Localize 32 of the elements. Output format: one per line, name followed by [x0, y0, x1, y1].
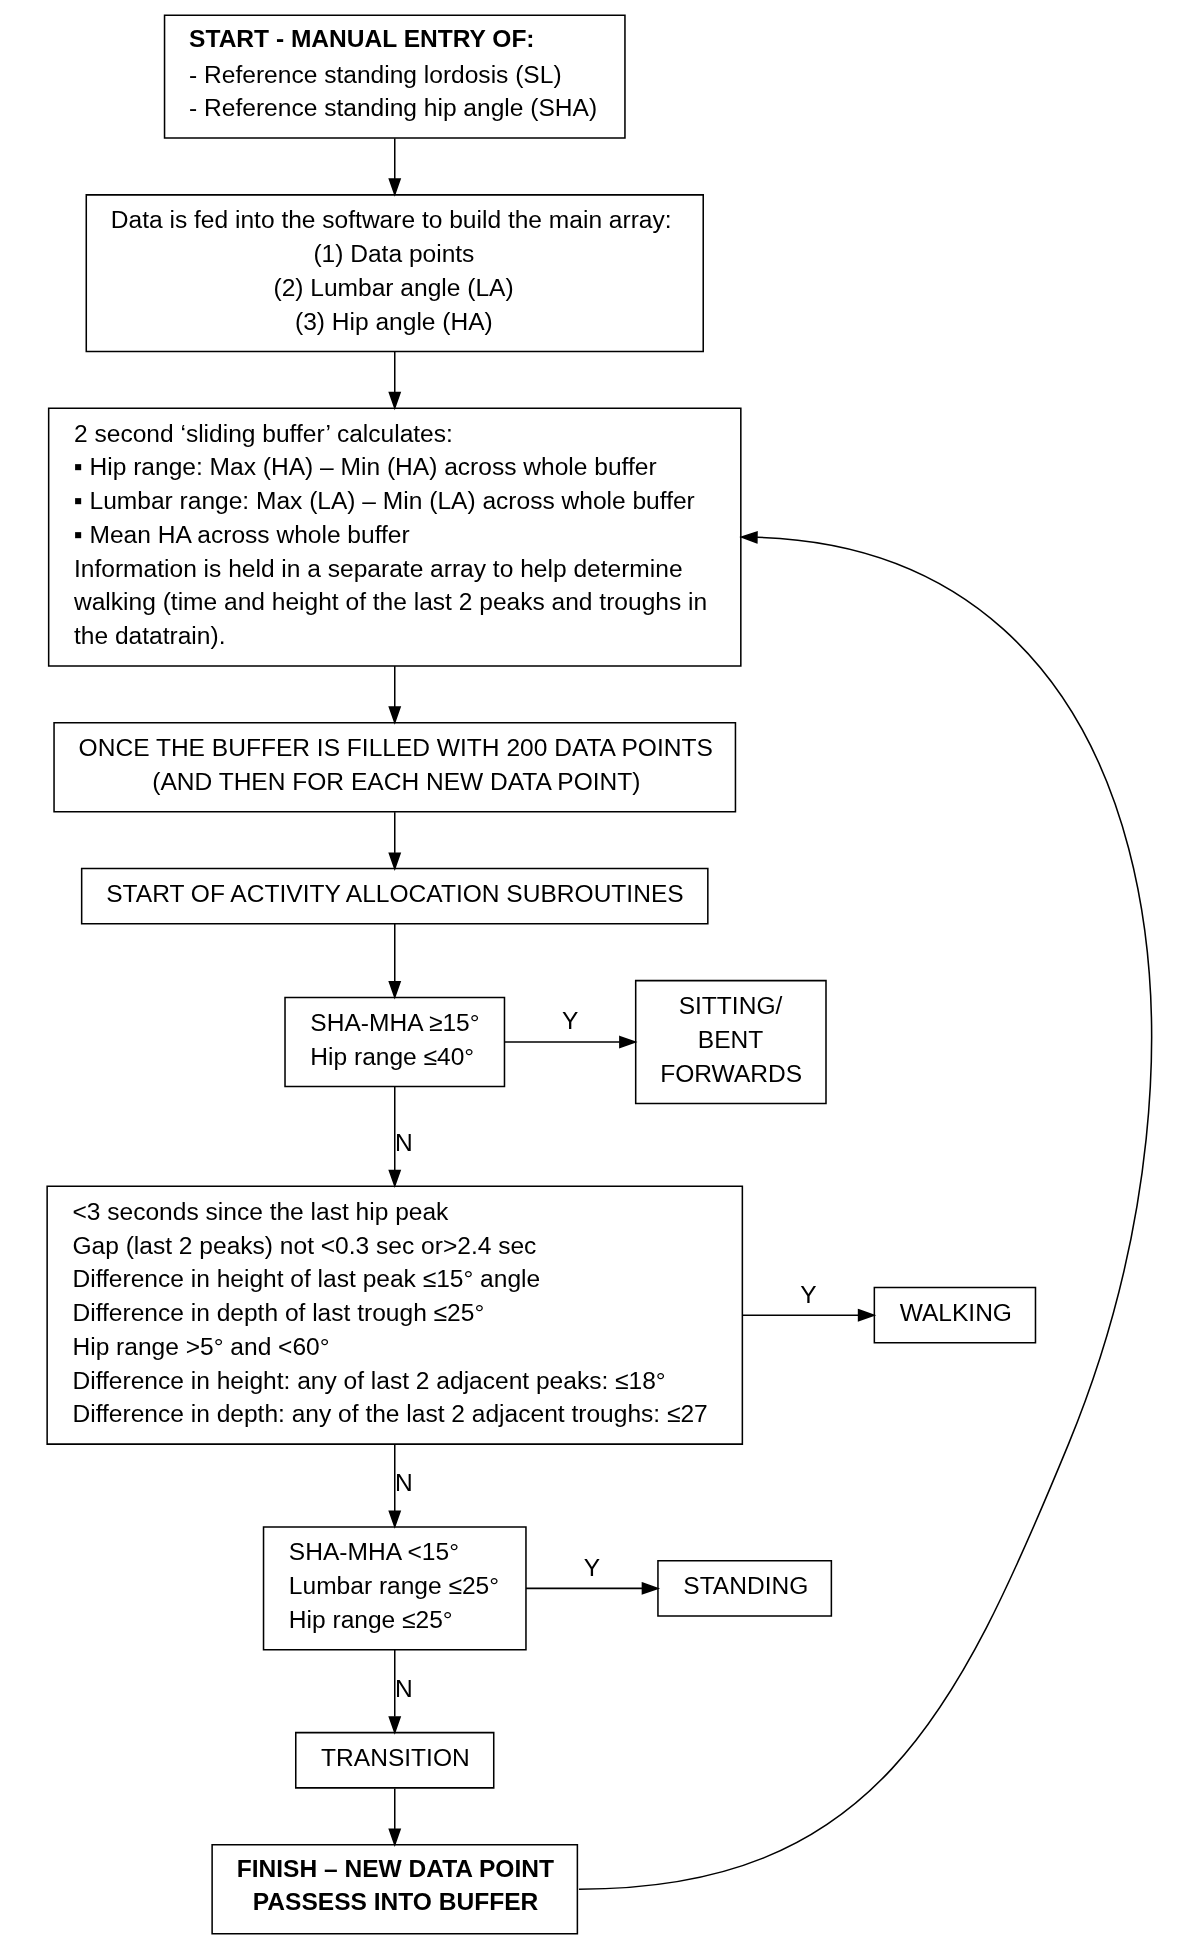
- node-box: SITTING/ BENT FORWARDS: [634, 979, 827, 1104]
- edge-label: Y: [800, 1280, 817, 1308]
- arrow: [504, 1035, 638, 1048]
- arrow: [388, 350, 402, 410]
- arrow: [388, 810, 402, 871]
- edge-label: Y: [583, 1553, 601, 1581]
- edge-label: Y: [561, 1006, 579, 1034]
- node-box: START OF ACTIVITY ALLOCATION SUBROUTINES: [80, 867, 709, 925]
- edge-label: N: [395, 1468, 413, 1496]
- arrow: [388, 1787, 402, 1847]
- node-box: SHA-MHA ≥15° Hip range ≤40°: [284, 996, 506, 1087]
- node-box: TRANSITION: [295, 1731, 495, 1789]
- arrow: [388, 922, 402, 999]
- edge-label: N: [395, 1128, 413, 1156]
- node-box: START - MANUAL ENTRY OF: - Reference standing lordosis (SL) - Reference standing hip angle (SHA): [163, 14, 626, 139]
- arrow: [578, 530, 1153, 1890]
- node-box: <3 seconds since the last hip peak Gap (last 2 peaks) not <0.3 sec or>2.4 sec Difference in height of last peak ≤15° angle Difference in depth of last trough ≤25° Hip range >5° and <60° Difference in height: any of last 2 adjacent peaks: ≤18° Difference in depth: any of the last 2 adjacent troughs: ≤27: [46, 1185, 744, 1445]
- node-box: WALKING: [873, 1286, 1037, 1344]
- arrow: [388, 137, 402, 197]
- arrow: [388, 1085, 402, 1188]
- node-box: ONCE THE BUFFER IS FILLED WITH 200 DATA POINTS (AND THEN FOR EACH NEW DATA POINT): [53, 721, 737, 813]
- arrow: [388, 1443, 402, 1529]
- node-box: Data is fed into the software to build the main array: (1) Data points (2) Lumbar angle (LA) (3) Hip angle (HA): [85, 193, 704, 352]
- arrow: [741, 1308, 877, 1322]
- edge-label: N: [395, 1674, 413, 1702]
- arrow: [525, 1581, 661, 1595]
- node-box: FINISH – NEW DATA POINT PASSESS INTO BUFFER: [211, 1843, 579, 1934]
- node-box: SHA-MHA <15° Lumbar range ≤25° Hip range ≤25°: [262, 1525, 527, 1651]
- node-box: STANDING: [657, 1559, 833, 1617]
- arrow: [388, 1648, 402, 1735]
- node-box: 2 second ‘sliding buffer’ calculates: ▪ Hip range: Max (HA) – Min (HA) across whole buffer ▪ Lumbar range: Max (LA) – Min (LA) across whole buffer ▪ Mean HA across whole buffer Information is held in a separate array to help determine walking (time and height of the last 2 peaks and troughs in the datatrain).: [47, 406, 742, 667]
- arrow: [388, 664, 402, 725]
